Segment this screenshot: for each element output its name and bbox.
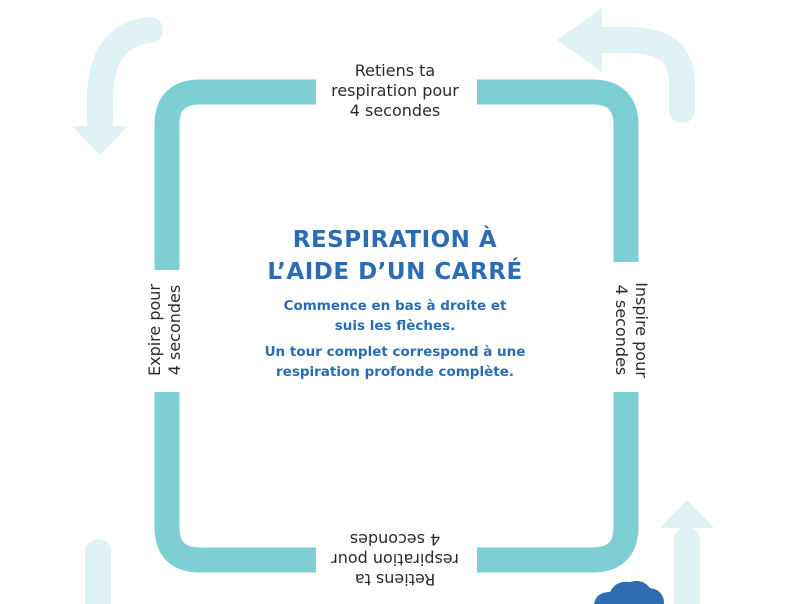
- square-segment-bottom-right: [477, 392, 639, 573]
- cloud-icon: [594, 580, 664, 604]
- square-segment-bottom-left: [154, 392, 316, 573]
- arrowhead-top-right-icon: [557, 8, 602, 72]
- corner-arrow-top-right-icon: [587, 27, 695, 123]
- square-segment-top-right: [477, 79, 639, 262]
- step-label-right: Inspire pour 4 secondes: [612, 282, 651, 378]
- diagram-title: RESPIRATION À L’AIDE D’UN CARRÉ: [267, 227, 523, 285]
- step-label-top: Retiens ta respiration pour 4 secondes: [331, 61, 459, 120]
- corner-arrow-top-left-icon: [87, 17, 163, 143]
- step-label-bottom: Retiens ta respiration pour 4 secondes: [331, 530, 459, 589]
- square-segment-top: [154, 79, 316, 270]
- arrowhead-bottom-right-icon: [660, 500, 714, 528]
- arrowhead-top-left-icon: [72, 126, 128, 155]
- instruction-start: Commence en bas à droite et suis les flè…: [283, 298, 507, 334]
- instruction-cycle: Un tour complet correspond à une respira…: [264, 344, 526, 380]
- step-label-left: Expire pour 4 secondes: [145, 284, 184, 376]
